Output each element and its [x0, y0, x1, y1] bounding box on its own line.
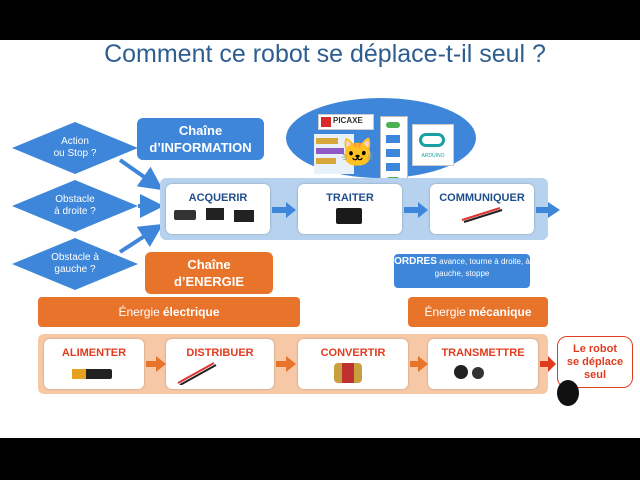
arduino-logo: ARDUINO [412, 124, 454, 166]
stage-traiter: TRAITER [298, 184, 402, 234]
orders-box: ORDRES avance, tourne à droite, à gauche… [394, 254, 530, 288]
result-box: Le robot se déplace seul [557, 336, 633, 388]
electric-bold: électrique [162, 305, 220, 319]
stage-label: COMMUNIQUER [439, 192, 525, 204]
arduino-infinity-icon [419, 133, 445, 147]
mechanical-energy-bar: Énergie mécanique [408, 297, 548, 327]
diamond-shape [12, 180, 138, 232]
mechanical-prefix: Énergie [424, 305, 466, 319]
microswitch-icon [206, 208, 224, 220]
wires-icon [177, 362, 217, 385]
gears-icon [454, 365, 468, 379]
stage-acquerir: ACQUERIR [166, 184, 270, 234]
orders-text: avance, tourne à droite, à gauche, stopp… [434, 257, 530, 278]
info-chain-title: Chaîne d’INFORMATION [137, 118, 264, 160]
diamond-label: Action ou Stop ? [53, 136, 97, 159]
stage-label: TRAITER [326, 192, 374, 204]
battery-icon [72, 369, 112, 379]
picaxe-logo: PICAXE [318, 114, 374, 130]
stage-communiquer: COMMUNIQUER [430, 184, 534, 234]
sensor-icon [234, 210, 254, 222]
stage-transmettre: TRANSMETTRE [428, 339, 538, 389]
motor-icon [334, 363, 362, 383]
picaxe-mark-icon [321, 117, 331, 127]
arduino-text: ARDUINO [421, 153, 445, 159]
stage-alimenter: ALIMENTER [44, 339, 144, 389]
energy-chain-title: Chaîne d’ENERGIE [145, 252, 273, 294]
chip-icon [336, 208, 362, 224]
stage-label: ALIMENTER [61, 347, 127, 359]
stage-label: DISTRIBUER [186, 347, 254, 359]
cable-icon [461, 207, 503, 223]
diamond-label: Obstacle à gauche ? [51, 252, 99, 275]
input-diamond-action: Action ou Stop ? [10, 120, 140, 176]
input-diamond-left: Obstacle à gauche ? [10, 236, 140, 292]
slide-title: Comment ce robot se déplace-t-il seul ? [104, 40, 546, 68]
stage-convertir: CONVERTIR [298, 339, 408, 389]
stage-distribuer: DISTRIBUER [166, 339, 274, 389]
input-diamond-right: Obstacle à droite ? [10, 178, 140, 234]
stage-label: CONVERTIR [320, 347, 386, 359]
picaxe-text: PICAXE [333, 116, 363, 125]
electric-energy-bar: Énergie électrique [38, 297, 300, 327]
flowchart-icon [380, 116, 408, 190]
scratch-cat-icon: 🐱 [340, 137, 375, 168]
diamond-label: Obstacle à droite ? [54, 194, 96, 217]
switch-icon [174, 210, 196, 220]
scratch-blocks [314, 134, 354, 174]
gear-small-icon [472, 367, 484, 379]
mechanical-bold: mécanique [468, 305, 532, 319]
diamond-shape [12, 238, 138, 290]
stage-label: ACQUERIR [188, 192, 248, 204]
orders-title: ORDRES [394, 256, 437, 267]
electric-prefix: Énergie [118, 305, 160, 319]
wheel-icon [557, 380, 579, 406]
diamond-shape [12, 122, 138, 174]
stage-label: TRANSMETTRE [441, 347, 525, 359]
